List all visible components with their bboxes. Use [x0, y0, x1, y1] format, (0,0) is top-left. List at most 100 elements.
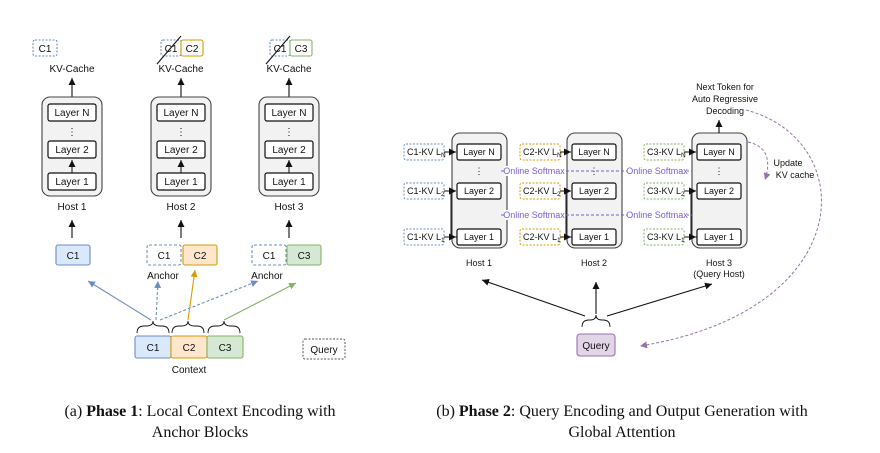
p2-c1-kv-ln-chip	[403, 143, 445, 161]
host2-layer-n-label: Layer N	[163, 108, 198, 119]
caption-b-line2: Global Attention	[568, 424, 675, 441]
context-brace-c2	[171, 320, 205, 334]
query-brace	[581, 314, 611, 328]
caption-a-line1: (a) Phase 1: Local Context Encoding with	[64, 403, 335, 420]
p2-host1-flow-l1-l2	[449, 187, 457, 238]
host1-kv-cache-label: KV-Cache	[49, 64, 94, 75]
online-softmax-label-2: Online Softmax	[626, 166, 688, 176]
phase1-host-1: C1 KV-Cache Layer N ⋮ Layer 2 Layer 1 Ho…	[32, 39, 103, 266]
host2-layer-1-label: Layer 1	[164, 177, 198, 188]
host3-cache-label: C3	[295, 44, 308, 55]
p2-c1-kv-l1-label: C1-KV L1	[407, 232, 445, 244]
host2-cache-label: C2	[186, 44, 199, 55]
phase2-panel: Layer N ⋮ Layer 2 Layer 1 Host 1 C1-KV L…	[403, 82, 822, 357]
c1-to-host1-arrow	[87, 280, 152, 321]
host3-label: Host 3	[275, 202, 304, 213]
phase1-query-placeholder	[302, 338, 346, 360]
host1-layer-n-label: Layer N	[54, 108, 89, 119]
phase1-distribution-arrows	[87, 269, 297, 321]
host2-layer-1	[156, 172, 206, 191]
host3-cache-c3	[289, 39, 313, 57]
phase1-context: C1 C2 C3 Context Query	[134, 320, 346, 376]
p2-c1-kv-l2-chip	[403, 182, 445, 200]
context-brace-c1	[136, 320, 170, 334]
host3-input-c3	[286, 244, 322, 266]
host3-input-c3-label: C3	[298, 251, 311, 262]
softmax-label-bg-3	[504, 210, 564, 220]
p2-c3-kv-l2-label: C3-KV L2	[647, 186, 685, 198]
p2-host1-dots: ⋮	[475, 166, 484, 176]
context-label: Context	[172, 365, 207, 376]
host3-anchor-c1	[251, 244, 287, 266]
p2-host2-layer-n	[571, 143, 617, 161]
p2-c2-kv-l1-label: C2-KV L1	[523, 232, 561, 244]
query-label: Query	[582, 341, 609, 352]
online-softmax-links: Online Softmax Online Softmax Online Sof…	[501, 166, 692, 220]
host2-anchor-c1	[146, 244, 182, 266]
host3-layer-n	[264, 103, 314, 122]
p2-c3-kv-ln-chip	[643, 143, 685, 161]
host2-discard-slash	[156, 35, 182, 65]
host2-dots: ⋮	[176, 127, 186, 138]
next-token-line2: Auto Regressive	[692, 94, 758, 104]
host3-discard-slash	[265, 35, 291, 65]
p2-host1-layer-2	[456, 182, 502, 200]
online-softmax-label-3: Online Softmax	[503, 210, 565, 220]
p2-c2-kv-ln-label: C2-KV LN	[523, 147, 562, 159]
c1-to-host3-anchor-arrow	[159, 280, 259, 321]
context-chunk-c1-label: C1	[147, 343, 160, 354]
host1-layer-n	[47, 103, 97, 122]
p2-host2-layer-n-label: Layer N	[578, 147, 610, 157]
next-token-to-query-arrow	[639, 109, 822, 349]
host3-layer-1-label: Layer 1	[272, 177, 306, 188]
next-token-line1: Next Token for	[696, 82, 754, 92]
phase1-host-3: C1 C3 KV-Cache Layer N ⋮ Layer 2 Layer 1…	[251, 35, 322, 282]
host1-cache-label: C1	[39, 44, 52, 55]
host2-cache-c1-label: C1	[165, 44, 178, 55]
p2-host3-dots: ⋮	[715, 166, 724, 176]
p2-c1-kv-ln-label: C1-KV LN	[407, 147, 446, 159]
context-chunk-c3-label: C3	[219, 343, 232, 354]
online-softmax-label-1: Online Softmax	[503, 166, 565, 176]
p2-host3-layer-n	[696, 143, 742, 161]
host2-cache-c2	[180, 39, 204, 57]
query-to-host3-arrow	[606, 282, 713, 317]
host2-input-c2	[182, 244, 218, 266]
context-brace-c3	[207, 320, 241, 334]
c1-to-host2-anchor-arrow	[154, 280, 162, 321]
host1-dots: ⋮	[67, 127, 77, 138]
next-token-line3: Decoding	[706, 106, 744, 116]
host2-label: Host 2	[167, 202, 196, 213]
host3-cache-c1-label: C1	[274, 44, 287, 55]
update-kv-loop: Update KV cache	[639, 109, 822, 349]
phase2-layer-flow	[449, 187, 697, 238]
host3-anchor-c1-label: C1	[263, 251, 276, 262]
query-to-host1-arrow	[481, 279, 586, 317]
softmax-label-bg-2	[627, 166, 687, 176]
p2-c2-kv-l2-chip	[519, 182, 561, 200]
context-chunk-c2-label: C2	[183, 343, 196, 354]
p2-c2-kv-ln-chip	[519, 143, 561, 161]
p2-host3-layer-n-label: Layer N	[703, 147, 735, 157]
host1-input-c1-label: C1	[67, 251, 80, 262]
p2-host1-layer-1-label: Layer 1	[464, 232, 494, 242]
host1-label: Host 1	[58, 202, 87, 213]
p2-host1-layer-n	[456, 143, 502, 161]
p2-host3-layer-2-label: Layer 2	[704, 186, 734, 196]
p2-c3-kv-l1-chip	[643, 228, 685, 246]
p2-host2-label: Host 2	[581, 258, 607, 268]
p2-host3-layer-1-label: Layer 1	[704, 232, 734, 242]
phase2-host-3: Layer N ⋮ Layer 2 Layer 1 Host 3 (Query …	[643, 82, 758, 279]
phase2-host-2: Layer N ⋮ Layer 2 Layer 1 Host 2 C2-KV L…	[519, 132, 623, 268]
p2-host3-layer-2	[696, 182, 742, 200]
p2-c1-kv-l2-label: C1-KV L2	[407, 186, 445, 198]
softmax-label-bg-4	[627, 210, 687, 220]
host2-anchor-c1-label: C1	[158, 251, 171, 262]
host3-layer-2-label: Layer 2	[272, 145, 306, 156]
p2-c2-kv-l2-label: C2-KV L2	[523, 186, 561, 198]
host1-input-c1	[55, 244, 91, 266]
host1-layer-1-label: Layer 1	[55, 177, 89, 188]
context-chunk-c3	[206, 335, 244, 359]
p2-c2-kv-l1-chip	[519, 228, 561, 246]
p2-host1-layer-2-label: Layer 2	[464, 186, 494, 196]
